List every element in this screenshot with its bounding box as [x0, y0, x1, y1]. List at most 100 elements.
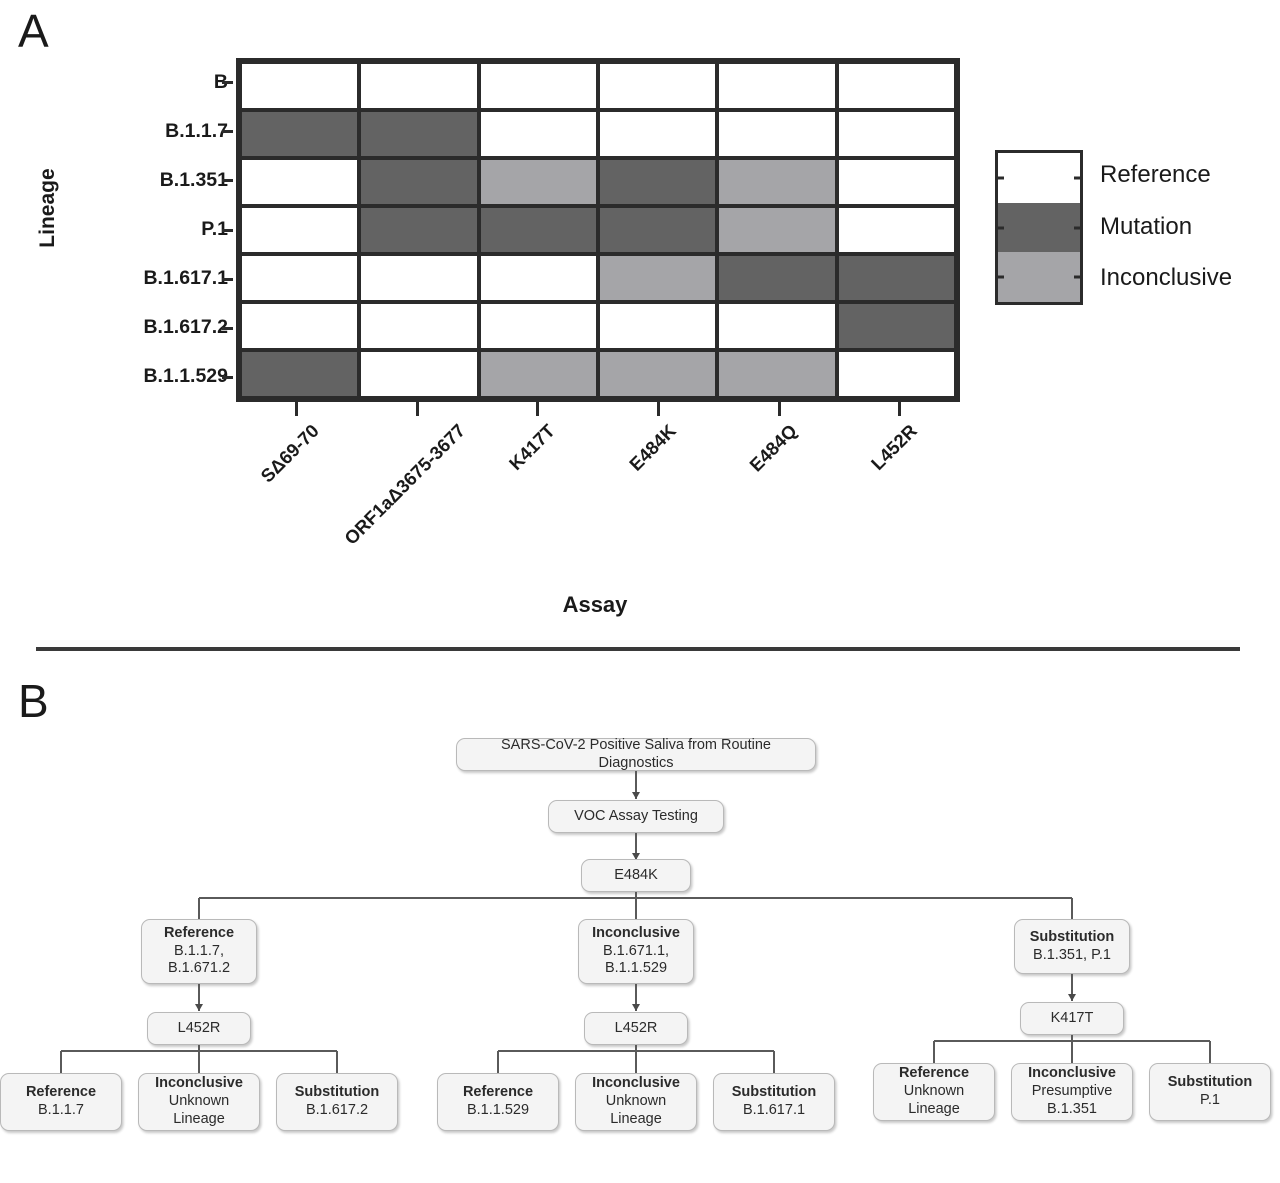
flow-connector [635, 984, 637, 1011]
heatmap-column-label: SΔ69-70 [256, 420, 323, 487]
flow-node-title: Substitution [1167, 1074, 1253, 1091]
heatmap-cell [598, 158, 718, 206]
flow-node-voc-assay: VOC Assay Testing [548, 800, 724, 833]
flow-node-subtitle: B.1.351, P.1 [1033, 946, 1111, 963]
heatmap-cell [478, 110, 598, 158]
flow-node-subtitle: Lineage [610, 1110, 662, 1127]
heatmap-row-label: B.1.1.529 [143, 365, 228, 388]
heatmap-column-tick [536, 402, 540, 416]
flow-node-title: Substitution [294, 1084, 380, 1101]
flow-node-title: Substitution [731, 1084, 817, 1101]
heatmap-cell [836, 110, 956, 158]
heatmap-cell [359, 62, 479, 110]
heatmap-cell [717, 110, 837, 158]
panel-a-label: A [18, 5, 49, 57]
flow-node-title: Reference [163, 924, 235, 941]
flow-connector [1209, 1041, 1211, 1063]
heatmap-row-label: B.1.617.1 [143, 267, 228, 290]
legend-swatch [998, 252, 1080, 303]
flow-connector [1071, 1035, 1073, 1041]
flow-node-subtitle: P.1 [1200, 1092, 1220, 1108]
flow-node-test-1: L452R [147, 1012, 251, 1045]
heatmap-column-tick [294, 402, 298, 416]
heatmap-cell [478, 62, 598, 110]
heatmap-row-tick [222, 375, 233, 379]
flow-arrowhead [631, 1004, 640, 1011]
heatmap-cell [836, 62, 956, 110]
heatmap-cell [240, 62, 360, 110]
flow-node-subtitle: Presumptive [1031, 1083, 1113, 1100]
heatmap-cell [717, 350, 837, 398]
heatmap-cell [359, 302, 479, 350]
flow-arrowhead [631, 853, 640, 860]
flow-node-subtitle: B.1.1.529 [466, 1102, 530, 1118]
flow-node-test-3: K417T [1020, 1002, 1124, 1035]
flow-node-title: Substitution [1029, 928, 1115, 945]
flow-connector [198, 984, 200, 1011]
flow-arrowhead [194, 1004, 203, 1011]
flow-node-title: Inconclusive [592, 1075, 680, 1092]
legend-label: Reference [1100, 160, 1211, 188]
flow-node-subtitle: Unknown [903, 1083, 965, 1100]
x-axis-title: Assay [562, 592, 628, 617]
flow-node-title: SARS-CoV-2 Positive Saliva from Routine … [501, 736, 771, 771]
flow-node-title: Inconclusive [1028, 1065, 1116, 1082]
flow-connector [773, 1051, 775, 1073]
flow-node-title: VOC Assay Testing [574, 807, 698, 824]
flow-connector [635, 898, 637, 919]
flow-connector [635, 1051, 637, 1073]
flow-connector [60, 1051, 62, 1073]
legend-swatch [998, 202, 1080, 253]
flow-node-subtitle: B.1.671.2 [167, 960, 231, 977]
flow-connector [497, 1051, 499, 1073]
flow-connector-trunk [635, 892, 637, 898]
panel-divider [36, 647, 1240, 651]
voc-assay-flowchart: SARS-CoV-2 Positive Saliva from Routine … [0, 651, 1280, 1183]
flow-node-subtitle: B.1.617.2 [305, 1102, 369, 1118]
flow-connector [198, 1045, 200, 1051]
heatmap-cell [717, 62, 837, 110]
flow-node-test-2: L452R [584, 1012, 688, 1045]
heatmap-cell [240, 254, 360, 302]
flow-connector [1071, 1041, 1073, 1063]
flow-connector [1071, 974, 1073, 1001]
heatmap-column-label: E484Q [745, 420, 801, 476]
flow-node-title: K417T [1050, 1009, 1094, 1026]
flow-node-title: Reference [25, 1084, 97, 1101]
heatmap-cell [836, 158, 956, 206]
heatmap-column-ticks [236, 402, 960, 418]
heatmap-cell [478, 350, 598, 398]
flow-connector [198, 898, 200, 919]
heatmap-column-label: L452R [866, 420, 921, 475]
heatmap-row-tick [222, 81, 233, 85]
flow-node-subtitle: B.1.1.529 [604, 960, 668, 977]
heatmap-cell [240, 110, 360, 158]
flow-connector [933, 1041, 935, 1063]
heatmap-cell [598, 110, 718, 158]
heatmap-column-tick [777, 402, 781, 416]
heatmap-cell [240, 350, 360, 398]
heatmap-cell [478, 158, 598, 206]
flow-connector [1071, 898, 1073, 919]
heatmap-cell [359, 254, 479, 302]
legend-label: Mutation [1100, 212, 1193, 240]
heatmap-cell [836, 350, 956, 398]
flow-node-title: Reference [898, 1065, 970, 1082]
heatmap-cell [478, 254, 598, 302]
flow-node-title: L452R [177, 1019, 221, 1036]
heatmap-cell [478, 206, 598, 254]
heatmap-row-label: B.1.351 [159, 168, 228, 191]
flow-node-title: Inconclusive [155, 1075, 243, 1092]
heatmap-cell [836, 254, 956, 302]
